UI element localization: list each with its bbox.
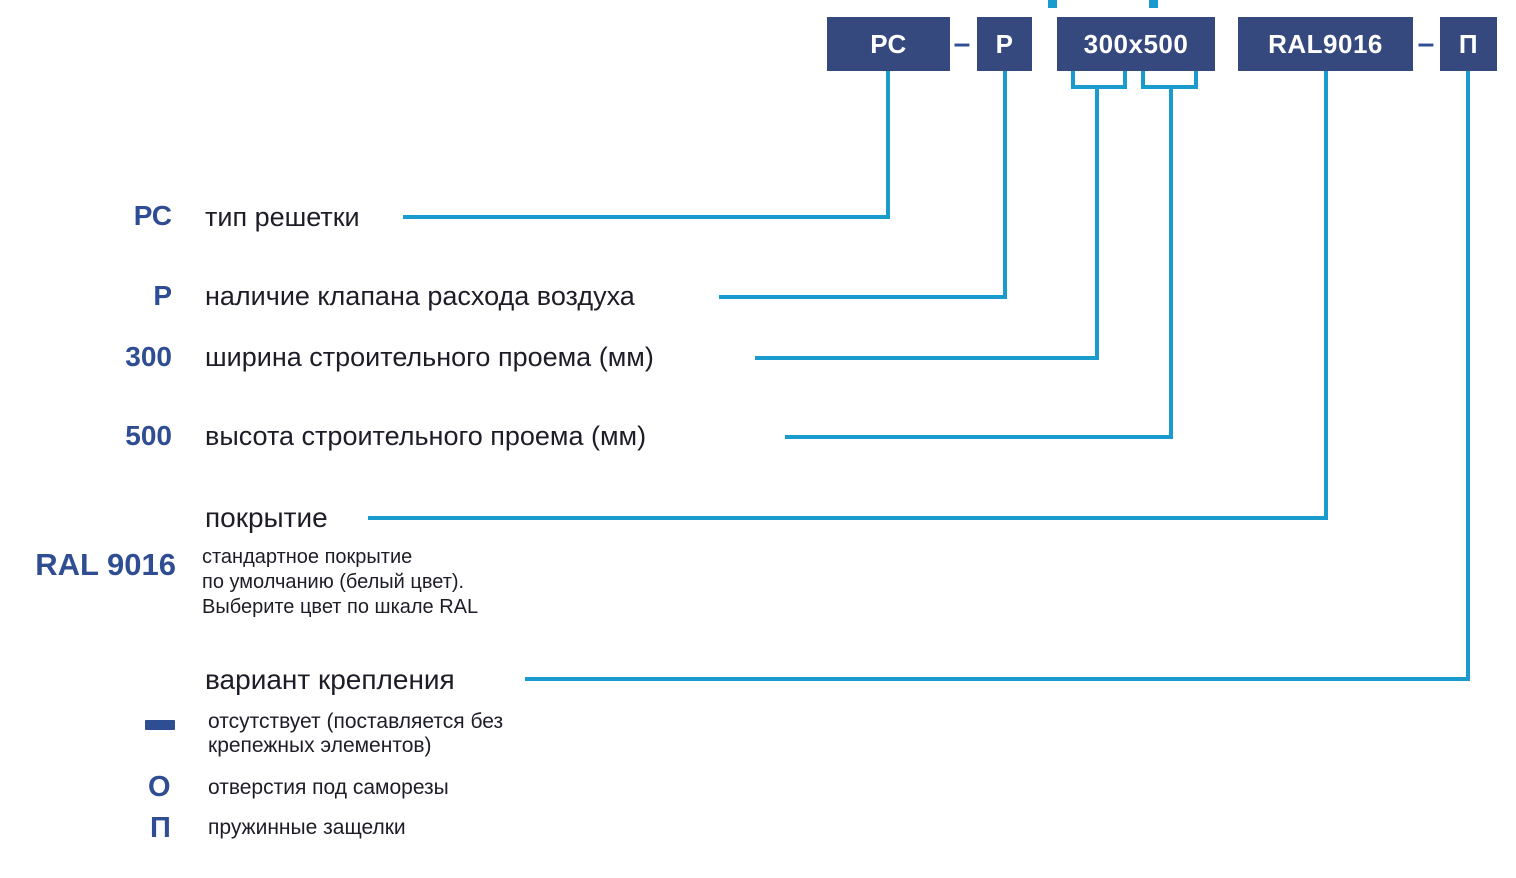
legend-label-type: тип решетки	[205, 202, 360, 232]
mounting-option-none-line-2: крепежных элементов)	[208, 734, 432, 757]
connector-coating-vertical	[1324, 71, 1328, 520]
legend-value-type: РС	[133, 200, 172, 231]
cropped-title-fragment	[1048, 0, 1057, 8]
cropped-title-fragment	[1149, 0, 1158, 8]
bracket-width-left	[1071, 71, 1075, 89]
connector-valve-horizontal	[719, 295, 1007, 299]
code-box-mounting-label: П	[1458, 28, 1479, 59]
legend-label-height: высота строительного проема (мм)	[205, 421, 647, 451]
code-separator-dash: –	[1417, 27, 1435, 60]
connector-height-vertical	[1169, 85, 1173, 439]
legend-value-width: 300	[125, 341, 172, 372]
bracket-height-left	[1141, 71, 1145, 89]
legend-value-height: 500	[125, 420, 172, 451]
coating-desc-line-1: стандартное покрытие	[202, 546, 413, 568]
bracket-height-right	[1194, 71, 1198, 89]
coating-heading: покрытие	[205, 502, 328, 533]
connector-width-horizontal	[755, 356, 1099, 360]
connector-type-vertical	[886, 71, 890, 219]
legend-label-width: ширина строительного проема (мм)	[205, 342, 654, 372]
dash-icon	[145, 720, 175, 730]
code-separator-dash: –	[953, 27, 971, 60]
mounting-option-none-line-1: отсутствует (поставляется без	[208, 710, 504, 733]
bracket-width-bottom	[1071, 85, 1127, 89]
mounting-heading: вариант крепления	[205, 664, 455, 695]
mounting-symbol-latches: П	[150, 812, 171, 844]
connector-mounting-horizontal	[525, 677, 1470, 681]
code-box-valve: Р	[977, 17, 1032, 71]
connector-coating-horizontal	[368, 516, 1328, 520]
connector-width-vertical	[1095, 85, 1099, 360]
connector-type-horizontal	[403, 215, 890, 219]
code-box-size: 300х500	[1057, 17, 1215, 71]
connector-valve-vertical	[1003, 71, 1007, 299]
bracket-width-right	[1123, 71, 1127, 89]
code-box-mounting: П	[1440, 17, 1497, 71]
mounting-option-latches-label: пружинные защелки	[208, 816, 406, 839]
code-box-size-label: 300х500	[1083, 28, 1189, 59]
coating-desc-line-2: по умолчанию (белый цвет).	[202, 571, 465, 593]
code-box-coating-label: RAL9016	[1268, 28, 1383, 59]
code-box-type-label: РС	[870, 28, 907, 59]
connector-height-horizontal	[785, 435, 1173, 439]
coating-desc-line-3: Выберите цвет по шкале RAL	[202, 596, 479, 618]
code-box-valve-label: Р	[995, 28, 1014, 59]
mounting-symbol-holes: О	[148, 771, 171, 803]
code-box-coating: RAL9016	[1238, 17, 1413, 71]
mounting-option-holes-label: отверстия под саморезы	[208, 776, 449, 799]
legend-label-valve: наличие клапана расхода воздуха	[205, 281, 635, 311]
connector-mounting-vertical	[1466, 71, 1470, 681]
legend-value-valve: Р	[153, 280, 172, 311]
code-box-type: РС	[827, 17, 950, 71]
coating-value: RAL 9016	[35, 547, 176, 582]
